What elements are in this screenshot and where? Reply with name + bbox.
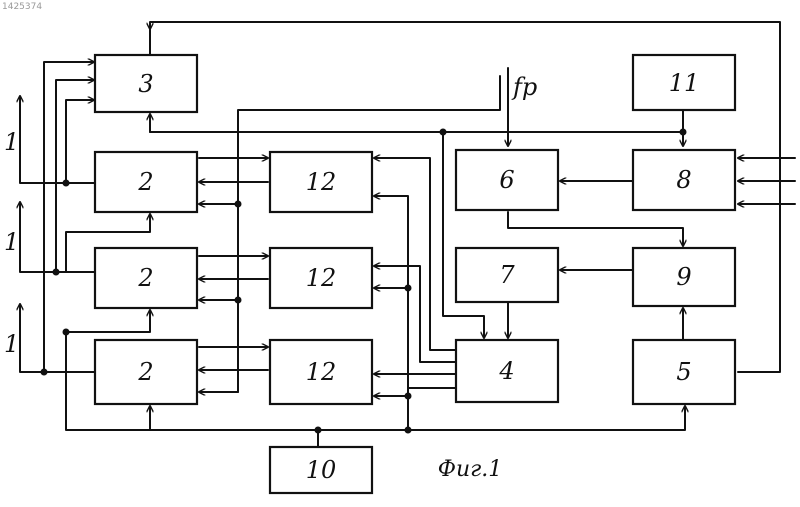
block-8-label: 8 xyxy=(676,166,691,194)
block-6-label: 6 xyxy=(499,166,514,194)
block-2-top: 2 xyxy=(95,152,197,212)
block-9-label: 9 xyxy=(676,263,691,291)
block-12-middle: 12 xyxy=(270,248,372,308)
junction-dot xyxy=(405,427,412,434)
junction-dot xyxy=(315,427,322,434)
block-2-top-label: 2 xyxy=(137,168,153,196)
block-10-label: 10 xyxy=(306,456,337,484)
block-12-top-label: 12 xyxy=(306,168,337,196)
wire-out-1b xyxy=(20,202,95,272)
junction-dot xyxy=(63,329,70,336)
junction-dot xyxy=(235,201,242,208)
block-3: 3 xyxy=(95,55,197,112)
document-number: 1425374 xyxy=(2,2,42,12)
junction-dot xyxy=(440,129,447,136)
block-11: 11 xyxy=(633,55,735,110)
block-12-bottom-label: 12 xyxy=(306,358,337,386)
junction-dot xyxy=(53,269,60,276)
junction-dot xyxy=(41,369,48,376)
wire-6-9 xyxy=(508,212,683,246)
wire-3-in1 xyxy=(44,62,94,372)
wire-out-1c xyxy=(20,304,95,372)
block-2-middle-label: 2 xyxy=(137,264,153,292)
block-8: 8 xyxy=(633,150,735,210)
block-2-bottom-label: 2 xyxy=(137,358,153,386)
wire-3-in3 xyxy=(66,100,94,183)
input-fp-label: fp xyxy=(511,73,537,101)
output-label-3: 1 xyxy=(4,330,19,358)
wire-3-8 xyxy=(150,120,683,132)
junction-dot xyxy=(405,285,412,292)
block-2-bottom: 2 xyxy=(95,340,197,404)
wire-out-1a xyxy=(20,96,95,183)
block-7: 7 xyxy=(456,248,558,302)
block-5-label: 5 xyxy=(676,358,691,386)
block-12-middle-label: 12 xyxy=(306,264,337,292)
output-label-2: 1 xyxy=(4,228,19,256)
block-11-label: 11 xyxy=(669,69,700,97)
wire-3-in2 xyxy=(56,80,94,272)
block-3-label: 3 xyxy=(138,70,153,98)
block-9: 9 xyxy=(633,248,735,306)
junction-dot xyxy=(405,393,412,400)
junction-dot xyxy=(63,180,70,187)
block-4-label: 4 xyxy=(498,357,514,385)
junction-dot xyxy=(235,297,242,304)
block-2-middle: 2 xyxy=(95,248,197,308)
block-12-bottom: 12 xyxy=(270,340,372,404)
junction-dot xyxy=(680,129,687,136)
block-5: 5 xyxy=(633,340,735,404)
block-10: 10 xyxy=(270,447,372,493)
block-12-top: 12 xyxy=(270,152,372,212)
figure-caption: Фиг.1 xyxy=(438,457,503,482)
block-4: 4 xyxy=(456,340,558,402)
block-7-label: 7 xyxy=(499,261,515,289)
block-6: 6 xyxy=(456,150,558,210)
output-label-1: 1 xyxy=(4,128,19,156)
